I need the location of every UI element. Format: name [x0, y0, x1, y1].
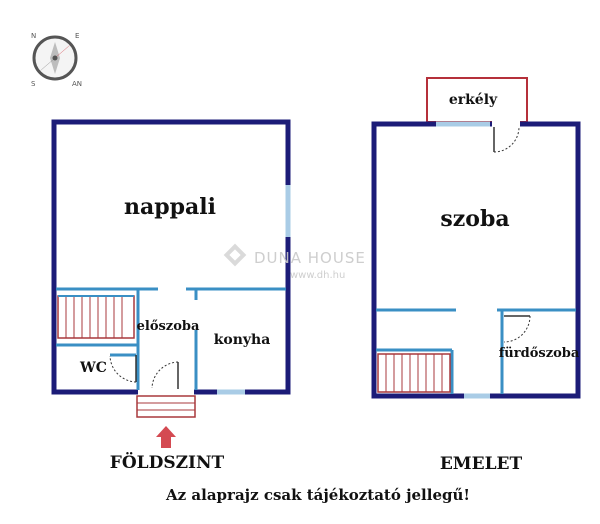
upper-window-bottom: [464, 393, 490, 399]
balcony: [426, 77, 528, 123]
upper-inner-walls: [376, 308, 576, 394]
compass-label-an: AN: [72, 80, 82, 88]
balcony-door-gap: [492, 121, 520, 127]
ground-window-right: [285, 185, 291, 237]
compass-label-e: E: [75, 32, 79, 40]
floor-label-upper: EMELET: [440, 454, 523, 474]
label-eloszoba: előszoba: [137, 319, 200, 334]
upper-floor-plan: erkély szoba fürdőszoba: [371, 77, 581, 399]
disclaimer-note: Az alaprajz csak tájékoztató jellegű!: [165, 486, 470, 504]
ground-stairs: [57, 295, 135, 339]
wc-door: [109, 355, 137, 383]
entrance-gap: [138, 389, 194, 395]
watermark: DUNA HOUSE www.dh.hu: [223, 243, 366, 281]
ground-window-bottom: [217, 389, 245, 395]
entrance-steps: [136, 395, 196, 418]
ground-inner-walls: [56, 287, 286, 390]
ground-outer-walls: [51, 119, 291, 395]
compass-label-s: S: [31, 80, 36, 88]
entrance-arrow-icon: [156, 426, 176, 448]
watermark-brand: DUNA HOUSE: [254, 249, 366, 267]
upper-stairs: [377, 353, 451, 393]
label-konyha: konyha: [214, 332, 271, 348]
label-erkely: erkély: [449, 92, 498, 108]
balcony-door: [493, 126, 520, 153]
watermark-url: www.dh.hu: [290, 270, 345, 281]
balcony-window: [436, 121, 490, 127]
entrance-door: [151, 361, 179, 389]
duna-house-logo-icon: [223, 243, 247, 267]
bathroom-door: [503, 315, 531, 343]
ground-floor-plan: nappali előszoba konyha WC: [51, 119, 291, 448]
compass-icon: N AN S E: [31, 32, 82, 88]
floor-label-ground: FÖLDSZINT: [110, 452, 225, 473]
compass-label-n: N: [31, 32, 36, 40]
label-szoba: szoba: [440, 206, 509, 232]
label-wc: WC: [79, 360, 107, 376]
label-furdoszoba: fürdőszoba: [499, 346, 580, 361]
label-nappali: nappali: [124, 194, 216, 220]
